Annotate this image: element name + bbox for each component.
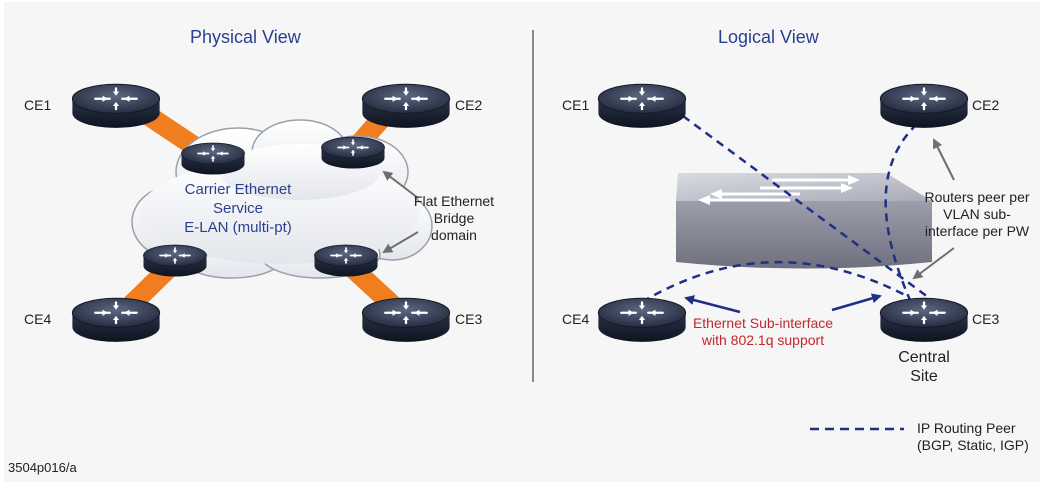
arrow-icon bbox=[382, 231, 419, 254]
cloud-label-line1: Carrier Ethernet bbox=[184, 181, 292, 198]
router-icon bbox=[361, 83, 451, 129]
figure-code: 3504p016/a bbox=[8, 460, 77, 475]
router-icon bbox=[320, 136, 386, 170]
router-icon bbox=[879, 83, 969, 129]
router-icon bbox=[879, 297, 969, 343]
logical-ce4-label: CE4 bbox=[562, 311, 590, 327]
bridge-note-line3: domain bbox=[431, 227, 477, 243]
arrow-icon bbox=[933, 138, 955, 181]
central-line2: Site bbox=[910, 368, 938, 385]
subinterface-note: Ethernet Sub-interface with 802.1q suppo… bbox=[688, 315, 838, 349]
central-site-label: Central Site bbox=[876, 348, 972, 386]
router-icon bbox=[71, 83, 161, 129]
ce1-label: CE1 bbox=[24, 97, 52, 113]
logical-view-title: Logical View bbox=[718, 27, 819, 47]
physical-view-title: Physical View bbox=[190, 27, 301, 47]
subif-note-line1: Ethernet Sub-interface bbox=[692, 315, 834, 331]
central-line1: Central bbox=[898, 349, 950, 366]
logical-ce2-label: CE2 bbox=[972, 97, 1000, 113]
router-icon bbox=[313, 244, 379, 278]
legend-line2: (BGP, Static, IGP) bbox=[917, 437, 1029, 453]
ip-peer-lines bbox=[641, 114, 933, 304]
bridge-domain-note: Flat Ethernet Bridge domain bbox=[404, 193, 504, 244]
router-icon bbox=[71, 297, 161, 343]
subif-note-line2: with 802.1q support bbox=[701, 332, 825, 348]
switch-icon bbox=[676, 173, 932, 269]
ce4-label: CE4 bbox=[24, 311, 52, 327]
ce2-label: CE2 bbox=[455, 97, 483, 113]
legend-text: IP Routing Peer (BGP, Static, IGP) bbox=[917, 420, 1029, 454]
logical-ce3-label: CE3 bbox=[972, 311, 1000, 327]
arrow-icon bbox=[382, 170, 419, 199]
peer-note-line1: Routers peer per bbox=[924, 189, 1030, 205]
ce3-label: CE3 bbox=[455, 311, 483, 327]
peer-note-line2: VLAN sub- bbox=[943, 206, 1011, 222]
router-icon bbox=[597, 297, 687, 343]
arrow-icon bbox=[912, 247, 955, 280]
bridge-note-line1: Flat Ethernet bbox=[413, 193, 495, 209]
bridge-note-line2: Bridge bbox=[433, 210, 475, 226]
arrow-icon bbox=[684, 295, 741, 314]
arrow-icon bbox=[831, 293, 882, 312]
legend-line1: IP Routing Peer bbox=[917, 420, 1016, 436]
peer-note-line3: interface per PW bbox=[924, 223, 1030, 239]
cloud-label-line3: E-LAN (multi-pt) bbox=[184, 219, 292, 236]
router-icon bbox=[180, 142, 246, 176]
router-peer-note: Routers peer per VLAN sub- interface per… bbox=[914, 189, 1040, 240]
router-icon bbox=[597, 83, 687, 129]
cloud-label-line2: Service bbox=[212, 200, 264, 217]
router-icon bbox=[142, 244, 208, 278]
logical-ce1-label: CE1 bbox=[562, 97, 590, 113]
cloud-label: Carrier Ethernet Service E-LAN (multi-pt… bbox=[172, 180, 304, 237]
router-icon bbox=[361, 297, 451, 343]
